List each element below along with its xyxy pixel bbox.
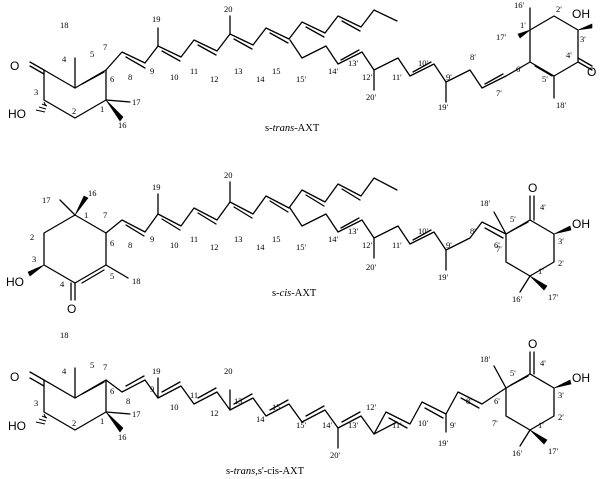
structure-s-trans-s-prime-cis bbox=[29, 351, 572, 449]
polyene-chain bbox=[105, 177, 398, 237]
right-ring bbox=[505, 7, 593, 99]
polyene-chain-right bbox=[289, 207, 507, 271]
structure-s-cis bbox=[27, 177, 572, 301]
polyene-chain-right bbox=[289, 39, 507, 103]
polyene-chain-right bbox=[337, 387, 507, 449]
polyene-chain bbox=[105, 375, 398, 435]
left-ring bbox=[27, 195, 129, 301]
structure-s-trans bbox=[29, 7, 593, 122]
left-ring bbox=[29, 367, 131, 433]
right-ring bbox=[493, 195, 572, 293]
polyene-chain bbox=[105, 9, 398, 71]
right-ring bbox=[493, 351, 572, 447]
left-ring bbox=[29, 57, 131, 122]
